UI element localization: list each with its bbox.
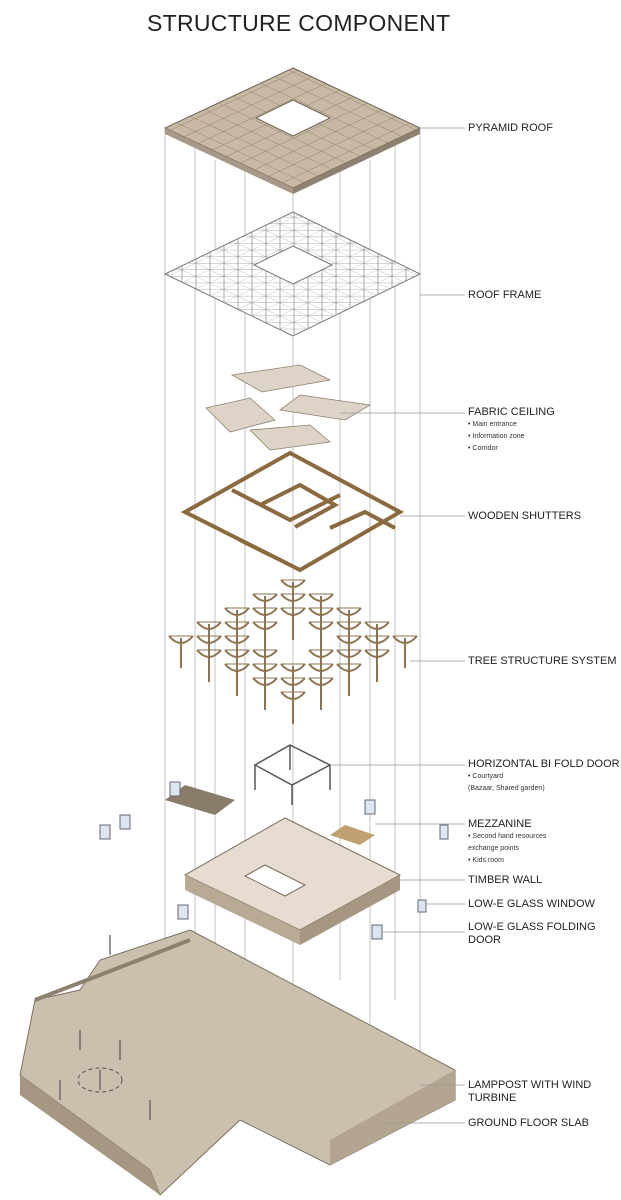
label-low-e-glass-folding-door: LOW-E GLASS FOLDING DOOR xyxy=(468,921,608,947)
tree-column xyxy=(364,649,390,682)
roof-frame-layer xyxy=(163,211,422,337)
component-name: LOW-E GLASS WINDOW xyxy=(468,898,595,910)
label-timber-wall: TIMBER WALL xyxy=(468,874,542,887)
tree-column xyxy=(280,691,306,724)
label-fabric-ceiling: FABRIC CEILING • Main entrance • Informa… xyxy=(468,406,555,455)
tree-column xyxy=(168,635,194,668)
component-name: LAMPPOST WITH WIND TURBINE xyxy=(468,1079,592,1104)
glass-panels xyxy=(99,781,449,940)
component-name: GROUND FLOOR SLAB xyxy=(468,1117,590,1129)
component-note: • Main entrance xyxy=(468,421,517,428)
bi-fold-door-layer xyxy=(253,744,332,805)
label-lamppost: LAMPPOST WITH WIND TURBINE xyxy=(468,1079,618,1105)
wooden-shutters-layer xyxy=(180,450,405,573)
label-roof-frame: ROOF FRAME xyxy=(468,289,541,302)
tree-column xyxy=(252,677,278,710)
component-note: • Corridor xyxy=(468,445,498,452)
component-note: • Information zone xyxy=(468,433,525,440)
label-wooden-shutters: WOODEN SHUTTERS xyxy=(468,510,581,523)
label-low-e-glass-window: LOW-E GLASS WINDOW xyxy=(468,898,595,911)
ground-floor-slab-layer xyxy=(19,929,456,1196)
component-note: • Courtyard xyxy=(468,773,504,780)
tree-column xyxy=(252,621,278,654)
tree-column xyxy=(308,677,334,710)
label-mezzanine: MEZZANINE • Second hand resources exchan… xyxy=(468,818,546,867)
diagram-title: STRUCTURE COMPONENT xyxy=(147,10,451,36)
component-name: WOODEN SHUTTERS xyxy=(468,510,582,522)
component-name: HORIZONTAL BI FOLD DOOR xyxy=(468,758,620,770)
fabric-ceiling-layer xyxy=(205,364,372,451)
label-bi-fold-door: HORIZONTAL BI FOLD DOOR • Courtyard (Baz… xyxy=(468,758,620,795)
tree-column xyxy=(224,663,250,696)
component-name: MEZZANINE xyxy=(468,818,532,830)
component-name: TREE STRUCTURE SYSTEM xyxy=(468,655,617,667)
component-name: LOW-E GLASS FOLDING DOOR xyxy=(468,921,596,946)
label-tree-structure: TREE STRUCTURE SYSTEM xyxy=(468,655,617,668)
component-note: (Bazaar, Shared garden) xyxy=(468,785,545,792)
tree-column xyxy=(308,621,334,654)
component-name: PYRAMID ROOF xyxy=(468,122,553,134)
component-name: ROOF FRAME xyxy=(468,289,542,301)
tree-column xyxy=(336,663,362,696)
component-note: • Second hand resources xyxy=(468,833,547,840)
timber-wall-layer xyxy=(183,817,402,945)
tree-column xyxy=(392,635,418,668)
label-ground-floor-slab: GROUND FLOOR SLAB xyxy=(468,1117,589,1130)
component-note: exchange points xyxy=(468,845,519,852)
leader-lines xyxy=(330,127,465,1124)
tree-column xyxy=(280,607,306,640)
mezzanine-layer xyxy=(165,785,375,845)
label-pyramid-roof: PYRAMID ROOF xyxy=(468,122,553,135)
component-name: FABRIC CEILING xyxy=(468,406,555,418)
tree-column xyxy=(196,649,222,682)
pyramid-roof-layer xyxy=(163,67,422,194)
tree-structure-layer xyxy=(168,579,418,724)
component-name: TIMBER WALL xyxy=(468,874,543,886)
component-note: • Kids room xyxy=(468,857,504,864)
